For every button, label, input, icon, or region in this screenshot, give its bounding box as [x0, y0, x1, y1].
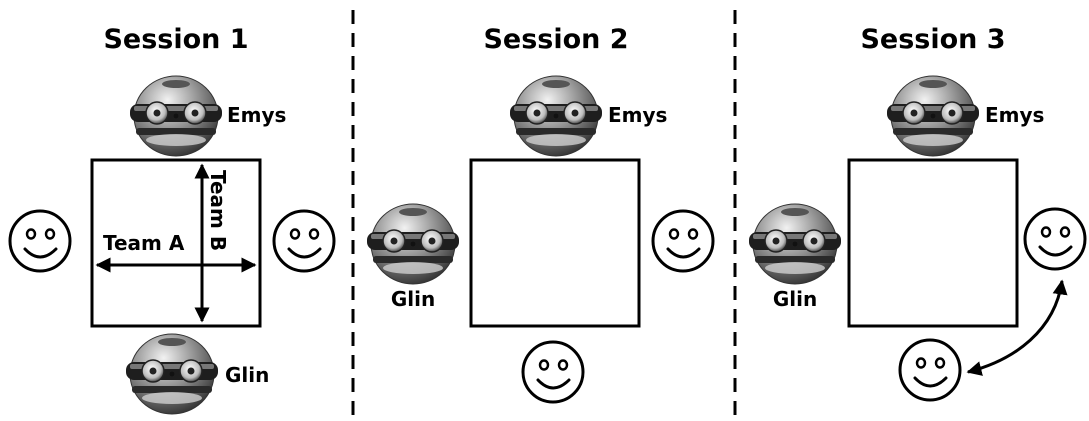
session-3-panel: Session 3 Emys Glin [748, 24, 1087, 402]
game-table [469, 158, 641, 328]
smiley-face-icon [1023, 207, 1087, 271]
robot-label-emys: Emys [227, 103, 286, 127]
smiley-face-icon [272, 209, 336, 273]
smiley-face-icon [651, 209, 715, 273]
smiley-face-icon [521, 340, 585, 404]
smiley-face-icon [8, 209, 72, 273]
session-1-title: Session 1 [103, 24, 248, 55]
robot-label-glin: Glin [773, 287, 817, 311]
session-1-panel: Session 1 Emys Team A Team B Glin [8, 24, 336, 415]
game-table [847, 158, 1019, 328]
robot-label-glin: Glin [225, 363, 269, 387]
session-2-title: Session 2 [483, 24, 628, 55]
session-2-panel: Session 2 Emys Glin [366, 24, 715, 404]
robot-head-icon [125, 333, 219, 415]
robot-head-icon [366, 203, 460, 285]
robot-head-icon [129, 75, 223, 157]
team-a-label: Team A [103, 231, 185, 255]
session-3-title: Session 3 [860, 24, 1005, 55]
robot-head-icon [509, 75, 603, 157]
robot-head-icon [886, 75, 980, 157]
robot-label-emys: Emys [608, 103, 667, 127]
seat-swap-arrow [966, 279, 1068, 376]
robot-head-icon [748, 203, 842, 285]
game-table [90, 158, 262, 328]
robot-label-emys: Emys [985, 103, 1044, 127]
team-b-label: Team B [206, 170, 230, 251]
smiley-face-icon [898, 338, 962, 402]
robot-label-glin: Glin [391, 287, 435, 311]
